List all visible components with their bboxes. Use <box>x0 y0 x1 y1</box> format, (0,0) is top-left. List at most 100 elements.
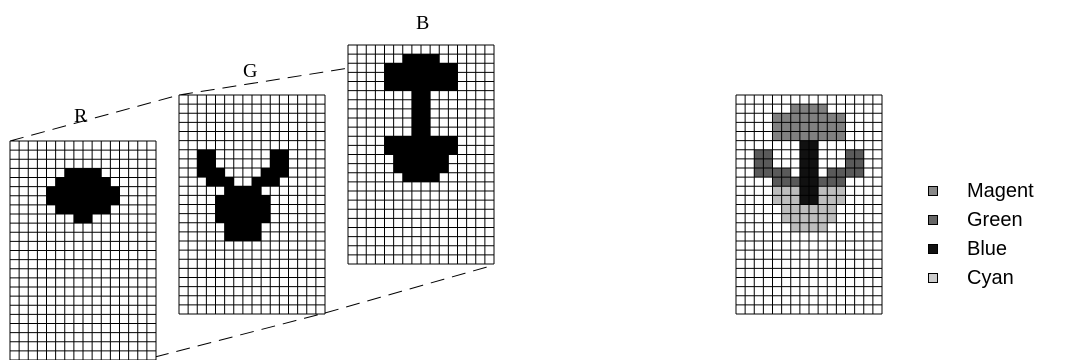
combined-image-pixel <box>781 213 791 223</box>
combined-image-pixel <box>772 177 782 187</box>
plane-b-pixel <box>411 72 421 82</box>
plane-b-pixel <box>402 163 412 173</box>
combined-image-pixel <box>799 195 809 205</box>
combined-image-pixel <box>827 204 837 214</box>
plane-b-pixel <box>448 81 458 91</box>
plane-g-pixel <box>252 186 262 196</box>
plane-g-pixel <box>252 222 262 232</box>
legend-item-blue: Blue <box>928 234 1034 263</box>
plane-g-pixel <box>242 222 252 232</box>
plane-b-pixel <box>393 163 403 173</box>
combined-image-pixel <box>772 122 782 132</box>
plane-r-pixel <box>92 186 102 196</box>
combined-image-pixel <box>781 168 791 178</box>
plane-b-pixel <box>430 172 440 182</box>
combined-image-pixel <box>763 149 773 159</box>
plane-b-pixel <box>411 90 421 100</box>
plane-b-pixel <box>393 145 403 155</box>
plane-b-pixel <box>421 90 431 100</box>
plane-r-pixel <box>73 177 83 187</box>
legend-swatch-cyan <box>928 272 938 283</box>
plane-b-pixel <box>448 136 458 146</box>
combined-image-pixel <box>818 122 828 132</box>
plane-r-pixel <box>64 186 74 196</box>
plane-b-pixel <box>448 145 458 155</box>
plane-g-pixel <box>206 149 216 159</box>
combined-image-pixel <box>809 113 819 123</box>
plane-g-pixel <box>242 204 252 214</box>
combined-image-pixel <box>827 177 837 187</box>
projection-line-top-left <box>9 94 180 142</box>
combined-image-pixel <box>781 195 791 205</box>
plane-b-pixel <box>439 154 449 164</box>
combined-image-pixel <box>827 195 837 205</box>
plane-b-pixel <box>439 72 449 82</box>
plane-r-pixel <box>110 195 120 205</box>
plane-b-pixel <box>421 145 431 155</box>
plane-b-pixel <box>421 118 431 128</box>
combined-image-pixel <box>754 149 764 159</box>
combined-image-pixel <box>818 204 828 214</box>
plane-g-pixel <box>233 195 243 205</box>
plane-b-pixel <box>421 127 431 137</box>
plane-b-pixel <box>402 54 412 64</box>
plane-r-pixel <box>83 177 93 187</box>
plane-g-pixel <box>252 204 262 214</box>
plane-r-pixel <box>92 195 102 205</box>
combined-image-pixel <box>781 122 791 132</box>
plane-g-pixel <box>206 158 216 168</box>
plane-r-pixel <box>55 204 65 214</box>
plane-b-pixel <box>421 172 431 182</box>
plane-b-pixel <box>439 81 449 91</box>
combined-image-pixel <box>809 213 819 223</box>
plane-g-pixel <box>242 186 252 196</box>
plane-b-pixel <box>393 81 403 91</box>
combined-image-pixel <box>799 222 809 232</box>
plane-r-pixel <box>101 195 111 205</box>
combined-image-pixel <box>781 204 791 214</box>
combined-image-pixel <box>809 222 819 232</box>
combined-image-pixel <box>854 158 864 168</box>
plane-r-pixel <box>101 177 111 187</box>
plane-r-pixel <box>73 186 83 196</box>
combined-image-pixel <box>799 213 809 223</box>
plane-b-pixel <box>430 154 440 164</box>
plane-b-pixel <box>411 54 421 64</box>
plane-b-pixel <box>430 136 440 146</box>
plane-g-pixel <box>233 231 243 241</box>
plane-r-pixel <box>92 177 102 187</box>
plane-b-pixel <box>402 145 412 155</box>
plane-g-pixel <box>224 213 234 223</box>
plane-g-pixel <box>215 213 225 223</box>
combined-image-pixel <box>772 195 782 205</box>
plane-g-pixel <box>197 149 207 159</box>
combined-image-pixel <box>827 186 837 196</box>
plane-b-pixel <box>402 72 412 82</box>
combined-image-pixel <box>790 204 800 214</box>
plane-r-pixel <box>73 195 83 205</box>
plane-r-pixel <box>92 168 102 178</box>
combined-image-pixel <box>845 168 855 178</box>
combined-image-pixel <box>809 122 819 132</box>
plane-g-pixel <box>252 177 262 187</box>
combined-image-pixel <box>809 186 819 196</box>
plane-b-pixel <box>430 145 440 155</box>
plane-b-pixel <box>393 154 403 164</box>
combined-image-pixel <box>809 104 819 114</box>
plane-g-pixel <box>242 213 252 223</box>
combined-image-pixel <box>818 186 828 196</box>
combined-image-pixel <box>790 222 800 232</box>
plane-g-pixel <box>224 177 234 187</box>
legend: Magent Green Blue Cyan <box>928 176 1034 292</box>
combined-image-pixel <box>799 122 809 132</box>
combined-image-pixel <box>799 140 809 150</box>
combined-image-pixel <box>818 177 828 187</box>
plane-b-pixel <box>430 54 440 64</box>
combined-image-pixel <box>818 195 828 205</box>
combined-image-pixel <box>754 158 764 168</box>
plane-b-pixel <box>411 63 421 73</box>
plane-g-pixel <box>270 149 280 159</box>
plane-g-pixel <box>279 158 289 168</box>
projection-line-bottom-left <box>154 312 326 358</box>
